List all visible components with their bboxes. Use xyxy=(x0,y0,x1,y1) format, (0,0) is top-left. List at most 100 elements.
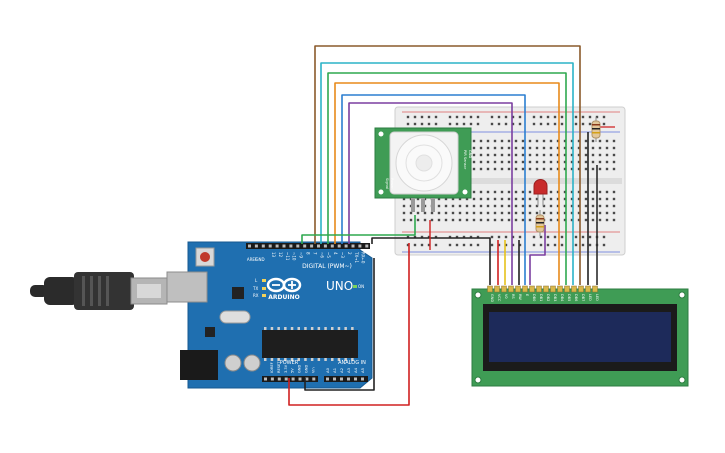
pir-power-label: Power xyxy=(390,178,394,189)
digital-header-pin xyxy=(310,244,314,248)
wires xyxy=(288,45,615,406)
breadboard-rail-hole xyxy=(448,235,452,239)
breadboard-rail-hole xyxy=(434,235,438,239)
breadboard-hole xyxy=(542,197,546,201)
breadboard-hole xyxy=(556,211,560,215)
breadboard-hole xyxy=(409,218,413,222)
indicator-led xyxy=(533,179,548,206)
breadboard-rail-hole xyxy=(427,115,431,119)
breadboard-rail-hole xyxy=(574,122,578,126)
breadboard-hole xyxy=(542,160,546,164)
breadboard-hole xyxy=(535,204,539,208)
breadboard-rail-hole xyxy=(553,122,557,126)
capacitor-left xyxy=(224,354,242,372)
breadboard-rail-hole xyxy=(448,115,452,119)
breadboard-hole xyxy=(486,139,490,143)
lcd-pin xyxy=(571,285,577,293)
breadboard-center-channel xyxy=(398,178,622,184)
breadboard-rail-hole xyxy=(574,235,578,239)
breadboard-rail-hole xyxy=(413,122,417,126)
breadboard-hole xyxy=(521,139,525,143)
atmega-pin xyxy=(324,327,327,330)
analog-header-pin xyxy=(347,377,350,381)
digital-pin-label: TX→1 xyxy=(354,251,359,264)
digital-header-pin xyxy=(330,244,334,248)
lcd-pin xyxy=(529,285,535,293)
breadboard-hole xyxy=(500,204,504,208)
lcd-pin-label: VCC xyxy=(497,294,501,302)
breadboard-rail-hole xyxy=(511,235,515,239)
lcd-pin xyxy=(494,285,500,293)
breadboard-rail-hole xyxy=(532,243,536,247)
led-l-label: L xyxy=(255,278,258,283)
breadboard-hole xyxy=(542,167,546,171)
breadboard-rail-hole xyxy=(448,122,452,126)
digital-header-pin xyxy=(344,244,348,248)
breadboard-hole xyxy=(493,146,497,150)
breadboard-hole xyxy=(479,190,483,194)
wire-orange xyxy=(334,82,560,285)
breadboard-hole xyxy=(521,218,525,222)
digital-pin-label: 7 xyxy=(312,252,317,255)
analog-pin-label: A0 xyxy=(325,367,330,373)
breadboard-hole xyxy=(577,211,581,215)
breadboard-rail-hole xyxy=(602,235,606,239)
breadboard-hole xyxy=(598,211,602,215)
breadboard-rail-hole xyxy=(518,243,522,247)
lcd-pin-label: DB4 xyxy=(560,294,564,302)
breadboard-rail-hole xyxy=(518,235,522,239)
power-label: POWER xyxy=(280,360,299,366)
wire-blue xyxy=(341,94,526,285)
breadboard-rail-hole xyxy=(490,243,494,247)
analog-label: ANALOG IN xyxy=(338,360,366,366)
breadboard-rail-hole xyxy=(595,115,599,119)
atmega-pin xyxy=(317,358,321,361)
breadboard-rail-hole xyxy=(469,235,473,239)
breadboard-hole xyxy=(584,146,588,150)
breadboard-hole xyxy=(500,146,504,150)
wire-black-gnd xyxy=(371,237,491,285)
breadboard-hole xyxy=(493,153,497,157)
breadboard-hole xyxy=(591,153,595,157)
breadboard-hole xyxy=(556,139,560,143)
breadboard-rail-hole xyxy=(560,243,564,247)
breadboard-hole xyxy=(458,204,462,208)
breadboard-hole xyxy=(549,197,553,201)
breadboard-rail-hole xyxy=(462,115,466,119)
breadboard-hole xyxy=(493,197,497,201)
breadboard-hole xyxy=(563,197,567,201)
breadboard-rail-hole xyxy=(406,235,410,239)
breadboard-hole xyxy=(591,146,595,150)
atmega-pin xyxy=(337,358,341,361)
breadboard-hole xyxy=(535,139,539,143)
breadboard-rail-hole xyxy=(574,115,578,119)
status-leds: L TX RX ON xyxy=(252,278,364,298)
breadboard-hole xyxy=(486,160,490,164)
lcd-pin-label: DB7 xyxy=(581,294,585,301)
lcd-mount-hole-tr xyxy=(678,291,686,299)
breadboard-rail-hole xyxy=(504,115,508,119)
breadboard-rail-hole xyxy=(427,122,431,126)
breadboard-hole xyxy=(570,218,574,222)
breadboard-hole xyxy=(598,218,602,222)
breadboard-hole xyxy=(507,218,511,222)
lcd-mount-hole-bl xyxy=(474,376,482,384)
atmega-pin xyxy=(290,327,294,330)
breadboard-hole xyxy=(605,160,609,164)
breadboard-rail-hole xyxy=(518,122,522,126)
led-on-label: ON xyxy=(358,284,364,289)
breadboard-hole xyxy=(493,167,497,171)
breadboard-hole xyxy=(500,153,504,157)
breadboard-hole xyxy=(605,190,609,194)
digital-header-pin xyxy=(268,244,272,248)
atmega-pin xyxy=(344,327,347,330)
breadboard-hole xyxy=(528,146,532,150)
breadboard-rail-hole xyxy=(469,243,473,247)
reset-button-cap xyxy=(200,252,210,262)
breadboard-hole xyxy=(437,197,441,201)
breadboard-hole xyxy=(598,153,602,157)
breadboard-rail-hole xyxy=(546,122,550,126)
usb-plug-grip xyxy=(82,276,109,306)
